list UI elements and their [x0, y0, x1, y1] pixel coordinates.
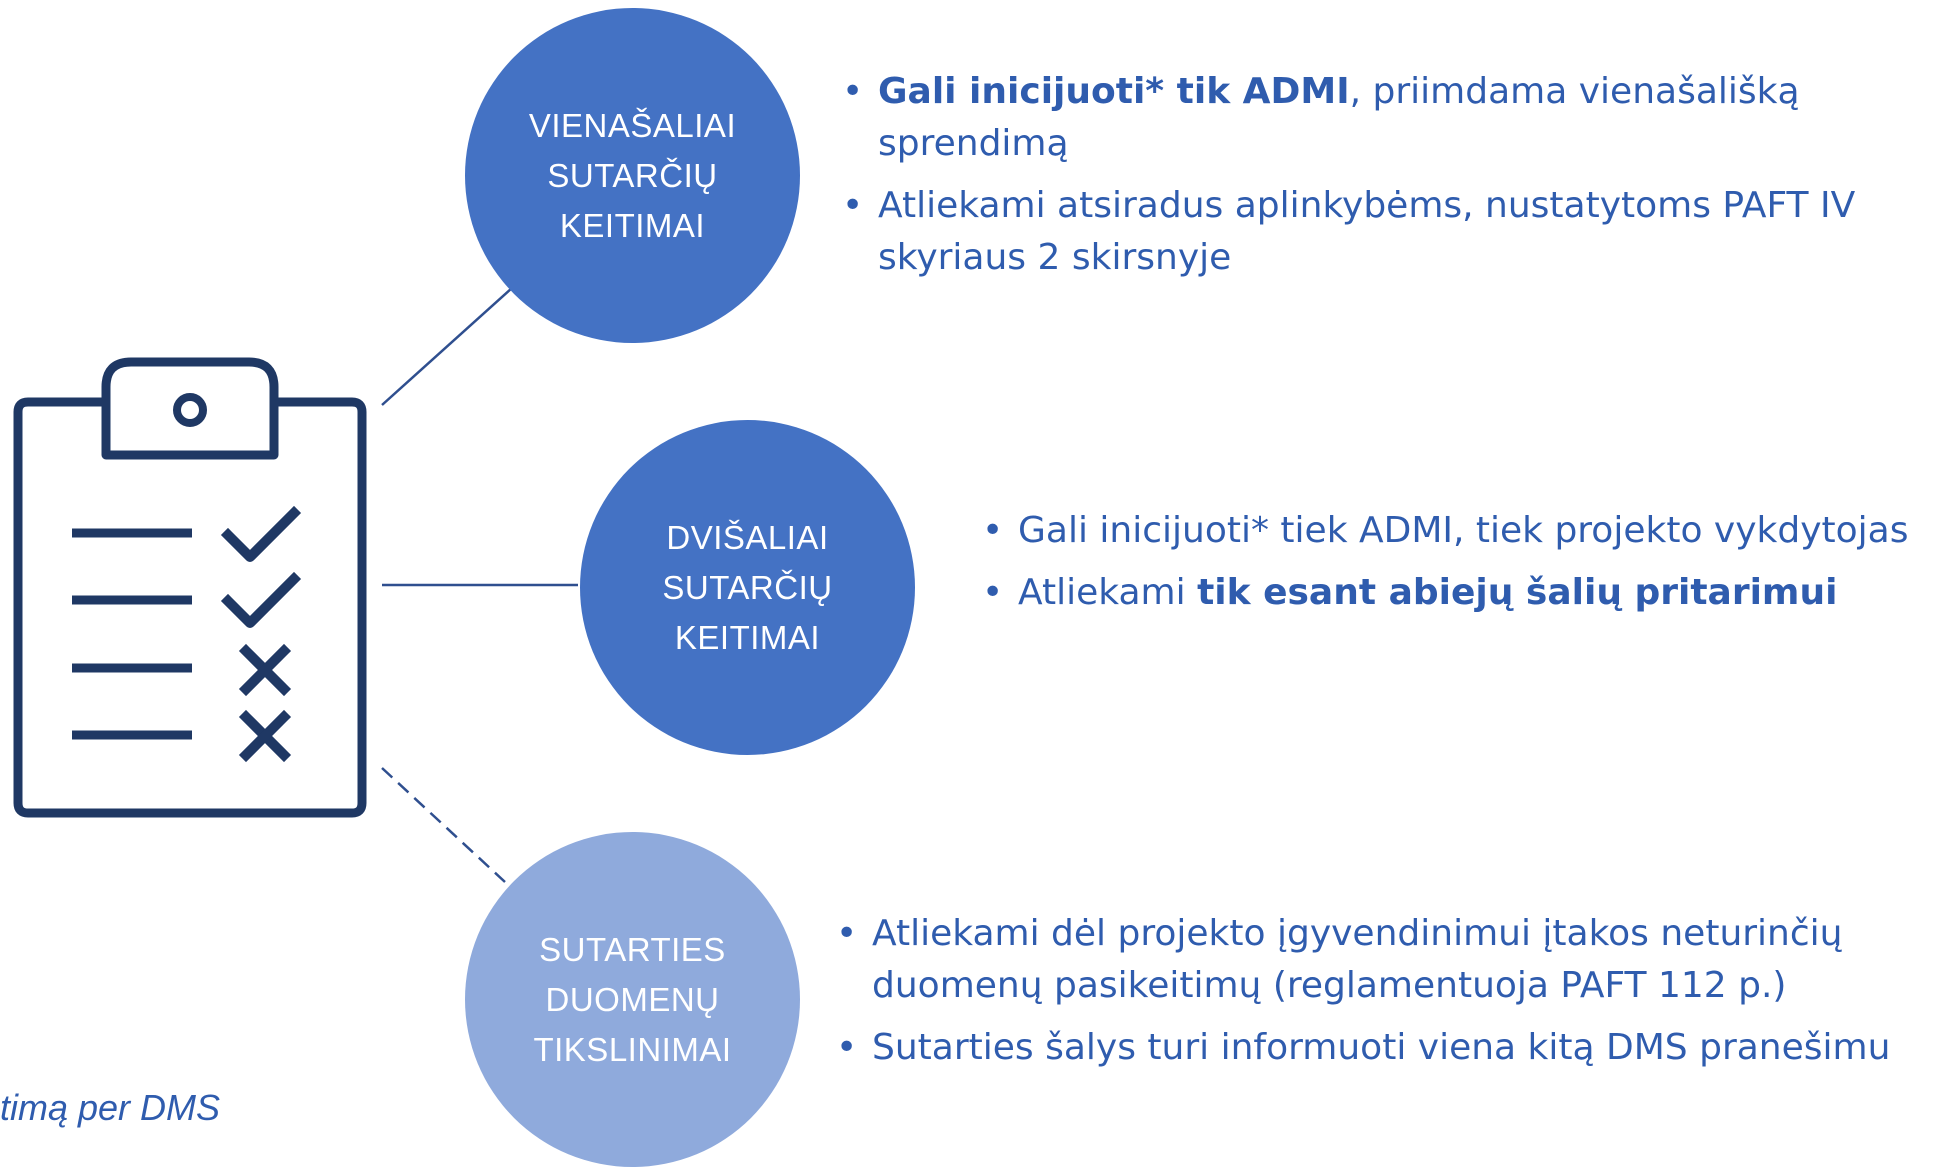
circle-unilateral-amendments: VIENAŠALIAI SUTARČIŲ KEITIMAI — [465, 8, 800, 343]
bullet-bold-text: Gali inicijuoti* tik ADMI — [878, 71, 1350, 112]
clipboard-clip-hole — [173, 393, 207, 427]
bullet-text: Atliekami — [1018, 572, 1198, 613]
unilateral-bullet-list: Gali inicijuoti* tik ADMI, priimdama vie… — [842, 66, 1932, 294]
bilateral-bullet-list: Gali inicijuoti* tiek ADMI, tiek projekt… — [982, 505, 1932, 629]
bullet-text: Sutarties šalys turi informuoti viena ki… — [872, 1027, 1891, 1068]
checkmark-icon — [220, 571, 302, 628]
x-mark-icon — [238, 709, 292, 763]
clipboard-clip — [101, 357, 279, 460]
bullet-text: Atliekami atsiradus aplinkybėms, nustaty… — [878, 185, 1856, 278]
bullet-item: Atliekami tik esant abiejų šalių pritari… — [982, 567, 1932, 619]
bullet-item: Gali inicijuoti* tiek ADMI, tiek projekt… — [982, 505, 1932, 557]
bullet-item: Atliekami dėl projekto įgyvendinimui įta… — [836, 908, 1936, 1012]
bullet-text: Atliekami dėl projekto įgyvendinimui įta… — [872, 913, 1843, 1006]
connector-line-bottom — [381, 767, 506, 883]
circle-label-line: KEITIMAI — [674, 618, 821, 656]
x-mark-icon — [238, 643, 292, 697]
data-clarification-bullet-list: Atliekami dėl projekto įgyvendinimui įta… — [836, 908, 1936, 1084]
circle-label-line: SUTARČIŲ — [662, 568, 833, 606]
circle-label-line: DUOMENŲ — [545, 980, 720, 1018]
connector-line-top — [381, 287, 513, 406]
bullet-item: Gali inicijuoti* tik ADMI, priimdama vie… — [842, 66, 1932, 170]
circle-label-line: DVIŠALIAI — [666, 518, 829, 556]
circle-label-line: VIENAŠALIAI — [528, 106, 737, 144]
bullet-item: Sutarties šalys turi informuoti viena ki… — [836, 1022, 1936, 1074]
clipboard-checklist-icon — [13, 357, 367, 818]
bullet-item: Atliekami atsiradus aplinkybėms, nustaty… — [842, 180, 1932, 284]
bullet-bold-text: tik esant abiejų šalių pritarimui — [1197, 572, 1838, 613]
footnote-text: timą per DMS — [0, 1087, 221, 1128]
circle-bilateral-amendments: DVIŠALIAI SUTARČIŲ KEITIMAI — [580, 420, 915, 755]
circle-data-clarifications: SUTARTIES DUOMENŲ TIKSLINIMAI — [465, 832, 800, 1167]
circle-label-line: TIKSLINIMAI — [533, 1030, 732, 1068]
circle-label-line: SUTARČIŲ — [547, 156, 718, 194]
circle-label-line: SUTARTIES — [539, 930, 726, 968]
clipboard-board — [13, 397, 367, 818]
checkmark-icon — [220, 505, 302, 562]
circle-label-line: KEITIMAI — [559, 206, 706, 244]
bullet-text: Gali inicijuoti* tiek ADMI, tiek projekt… — [1018, 510, 1909, 551]
bullet-text: , priimdama vienašališką sprendimą — [878, 71, 1800, 164]
